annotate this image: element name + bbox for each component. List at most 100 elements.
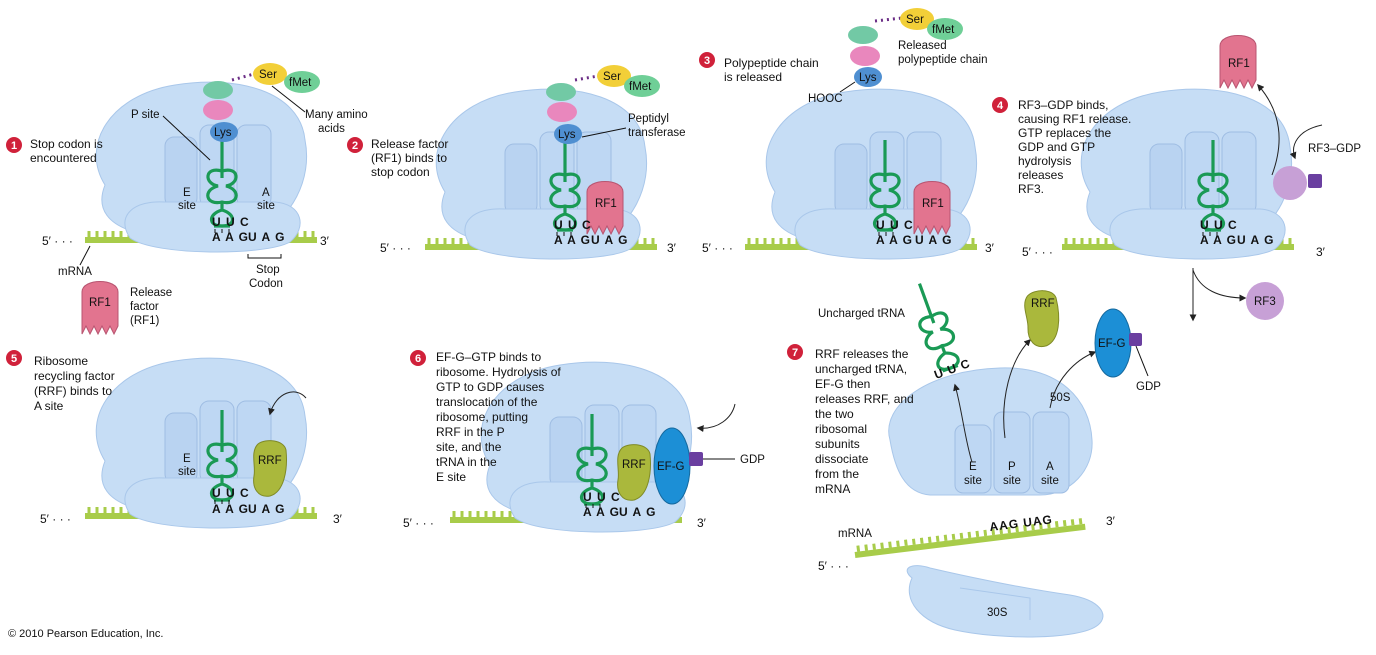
three-prime-5: 3′ [333, 512, 343, 526]
step-badge-7: 7 [792, 347, 798, 359]
step7-cap-8: dissociate [815, 452, 869, 466]
step7-cap-5: the two [815, 407, 854, 421]
step-badge-1: 1 [11, 140, 17, 152]
release-factor-1: Release [130, 287, 172, 299]
many-aa-2: acids [318, 123, 345, 135]
lys-label: Lys [214, 127, 232, 139]
a-site-label-1: A [262, 187, 270, 199]
step4-cap-2: causing RF1 release. [1018, 112, 1131, 126]
fmet-label-2: fMet [629, 81, 652, 93]
step7-cap-10: mRNA [815, 482, 850, 496]
ser-label-3: Ser [906, 14, 924, 26]
codon-uag-4: U A G [1237, 233, 1274, 247]
step-7-panel: 50S E site P site A site U U C Uncharged… [787, 277, 1161, 638]
step6-cap-8: tRNA in the [436, 455, 497, 469]
step-badge-2: 2 [352, 140, 358, 152]
codon-aag-3: A A G [876, 233, 913, 247]
step4-cap-4: GDP and GTP [1018, 140, 1095, 154]
step-2-panel: RF1 Lys Ser fMet Peptidyl transferase U … [347, 65, 686, 260]
step1-cap-1: Stop codon is [30, 137, 103, 151]
step-3-panel: RF1 Lys Ser fMet HOOC Released polypepti… [699, 8, 995, 260]
p-site-label: P site [131, 109, 160, 121]
rrf-label-5: RRF [258, 455, 282, 467]
released-2: polypeptide chain [898, 54, 988, 66]
ser-label: Ser [259, 69, 277, 81]
three-prime-7: 3′ [1106, 514, 1116, 528]
release-factor-3: (RF1) [130, 315, 160, 327]
five-prime-2: 5′ · · · [380, 241, 411, 255]
codon-aag-5: A A G [212, 502, 249, 516]
anticodon-6: U U C [583, 490, 621, 504]
step7-cap-4: releases RRF, and [815, 392, 914, 406]
anticodon-2: U U C [554, 218, 592, 232]
fmet-label-3: fMet [932, 24, 955, 36]
step5-cap-4: A site [34, 399, 64, 413]
rrf-label-7: RRF [1031, 298, 1055, 310]
step6-cap-3: GTP to GDP causes [436, 380, 544, 394]
step-badge-6: 6 [415, 353, 421, 365]
lys-label-3: Lys [859, 72, 877, 84]
step-badge-5: 5 [11, 353, 17, 365]
ser-label-2: Ser [603, 71, 621, 83]
anticodon-1: U U C [212, 215, 250, 229]
codon-uag-5: U A G [248, 502, 285, 516]
peptidyl-2: transferase [628, 127, 686, 139]
step7-cap-7: subunits [815, 437, 860, 451]
e-site-word-7: site [964, 475, 982, 487]
codon-aag-6: A A G [583, 505, 620, 519]
step2-cap-2: (RF1) binds to [371, 151, 447, 165]
fmet-label: fMet [289, 77, 312, 89]
rf1-label-2: RF1 [595, 198, 617, 210]
rrf-label-6: RRF [622, 459, 646, 471]
step7-cap-3: EF-G then [815, 377, 870, 391]
codon-uag-1: U A G [248, 230, 285, 244]
p-site-label-7: P [1008, 461, 1016, 473]
step7-cap-6: ribosomal [815, 422, 867, 436]
copyright: © 2010 Pearson Education, Inc. [8, 628, 164, 640]
step6-cap-1: EF-G–GTP binds to [436, 350, 541, 364]
step2-cap-3: stop codon [371, 165, 430, 179]
a-site-word-7: site [1041, 475, 1059, 487]
p-site-word-7: site [1003, 475, 1021, 487]
e-site-label-1: E [183, 187, 191, 199]
five-prime-7: 5′ · · · [818, 559, 849, 573]
codon-aag-2: A A G [554, 233, 591, 247]
release-factor-2: factor [130, 301, 159, 313]
efg-label-7: EF-G [1098, 338, 1126, 350]
lys-label-2: Lys [558, 129, 576, 141]
hooc-label: HOOC [808, 93, 843, 105]
many-aa-1: Many amino [305, 109, 368, 121]
three-prime-1: 3′ [320, 234, 330, 248]
rf1-label-free: RF1 [89, 297, 111, 309]
e-site-label-7: E [969, 461, 977, 473]
five-prime-4: 5′ · · · [1022, 245, 1053, 259]
s50-label: 50S [1050, 392, 1071, 404]
step-6-panel: RRF EF-G GDP U U C A A G U A G 5′ · · · … [403, 350, 765, 533]
codon-uag-3: U A G [915, 233, 952, 247]
step4-cap-5: hydrolysis [1018, 154, 1071, 168]
rf1-label-4: RF1 [1228, 58, 1250, 70]
step-badge-4: 4 [997, 100, 1004, 112]
step3-cap-2: is released [724, 70, 782, 84]
s30-label: 30S [987, 607, 1008, 619]
step1-cap-2: encountered [30, 151, 97, 165]
peptidyl-1: Peptidyl [628, 113, 669, 125]
three-prime-4: 3′ [1316, 245, 1326, 259]
gdp-label-6: GDP [740, 454, 765, 466]
step7-cap-1: RRF releases the [815, 347, 909, 361]
e-site-label-5: E [183, 453, 191, 465]
rf1-label-3: RF1 [922, 198, 944, 210]
anticodon-3: U U C [876, 218, 914, 232]
step4-cap-6: releases [1018, 168, 1063, 182]
mrna-label-1: mRNA [58, 266, 92, 278]
five-prime-6: 5′ · · · [403, 516, 434, 530]
step4-cap-7: RF3. [1018, 182, 1044, 196]
a-site-label-7: A [1046, 461, 1054, 473]
codon-uag-6: U A G [619, 505, 656, 519]
anticodon-5: U U C [212, 486, 250, 500]
step4-cap-3: GTP replaces the [1018, 126, 1111, 140]
anticodon-4: U U C [1200, 218, 1238, 232]
step-5-panel: RRF E site U U C A A G U A G 5′ · · · 3′… [6, 350, 343, 529]
step-1-panel: Lys Ser fMet Many amino acids P site E s… [6, 63, 368, 335]
gdp-label-7: GDP [1136, 381, 1161, 393]
